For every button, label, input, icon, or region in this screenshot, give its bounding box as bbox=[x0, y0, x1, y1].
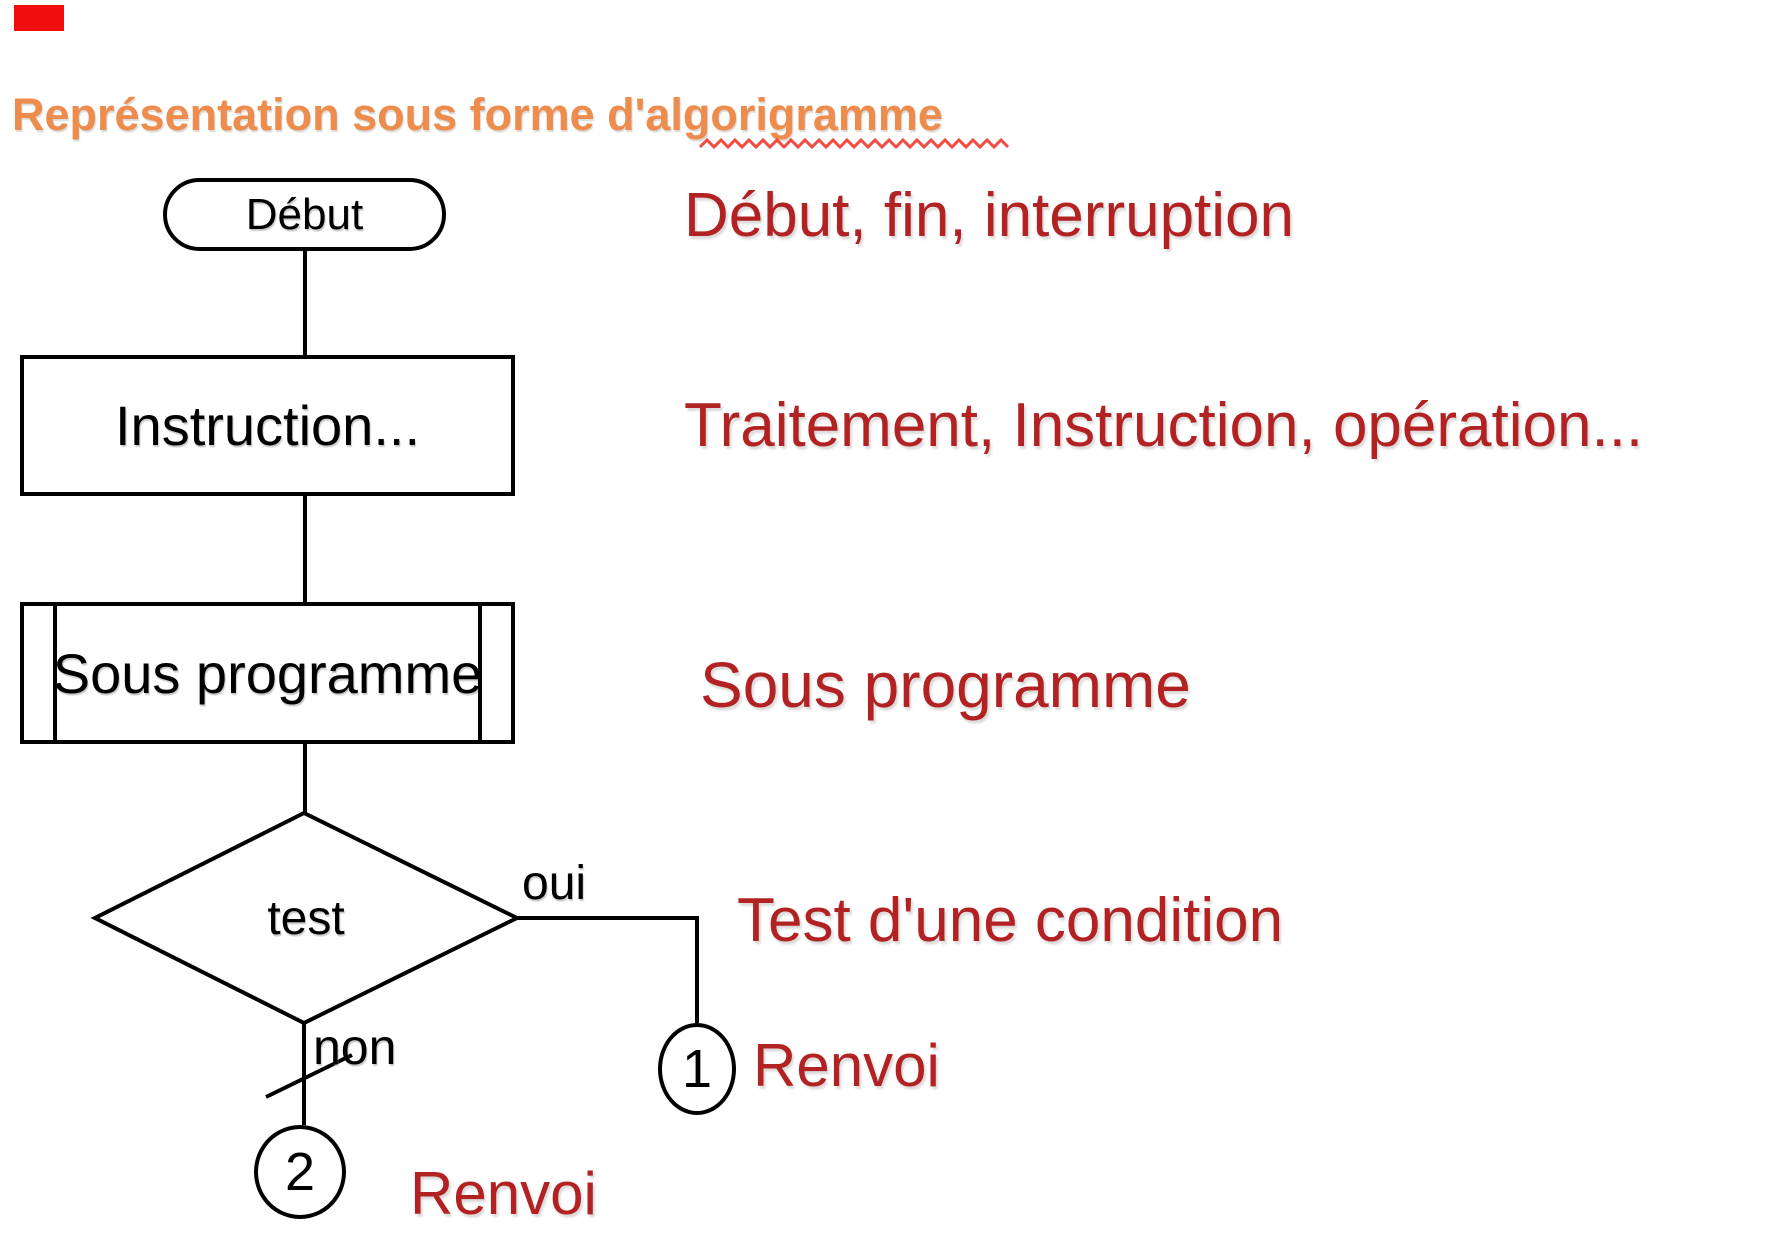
subroutine-right-bar bbox=[478, 606, 482, 740]
edge-label-oui: oui bbox=[522, 857, 587, 910]
subroutine-left-bar bbox=[53, 606, 57, 740]
annotation-test: Test d'une condition bbox=[737, 886, 1284, 955]
flowchart-connector-1: 1 bbox=[658, 1023, 736, 1115]
flowchart-node-process: Instruction... bbox=[20, 355, 515, 496]
annotation-renvoi-2: Renvoi bbox=[410, 1160, 597, 1227]
page-title: Représentation sous forme d'algorigramme bbox=[12, 89, 943, 140]
process-label: Instruction... bbox=[114, 394, 421, 457]
annotation-subroutine: Sous programme bbox=[700, 649, 1191, 721]
flowchart-connector-2: 2 bbox=[254, 1125, 346, 1219]
decision-label-text: test bbox=[267, 891, 345, 945]
annotation-terminator: Début, fin, interruption bbox=[684, 181, 1295, 250]
edge-decision-oui bbox=[517, 916, 699, 1023]
start-label: Début bbox=[245, 189, 364, 239]
connector-2-label: 2 bbox=[284, 1142, 316, 1202]
decision-label: test bbox=[96, 813, 516, 1023]
flowchart-node-start: Début bbox=[163, 178, 446, 251]
edge-label-non: non bbox=[313, 1019, 397, 1075]
connector-1-label: 1 bbox=[681, 1039, 713, 1099]
slide-corner-marker bbox=[14, 5, 64, 31]
flowchart-node-subroutine: Sous programme bbox=[20, 602, 515, 744]
spellcheck-squiggle bbox=[698, 137, 1010, 150]
subroutine-label: Sous programme bbox=[52, 641, 483, 705]
annotation-renvoi-1: Renvoi bbox=[753, 1032, 940, 1099]
annotation-process: Traitement, Instruction, opération... bbox=[684, 391, 1644, 460]
